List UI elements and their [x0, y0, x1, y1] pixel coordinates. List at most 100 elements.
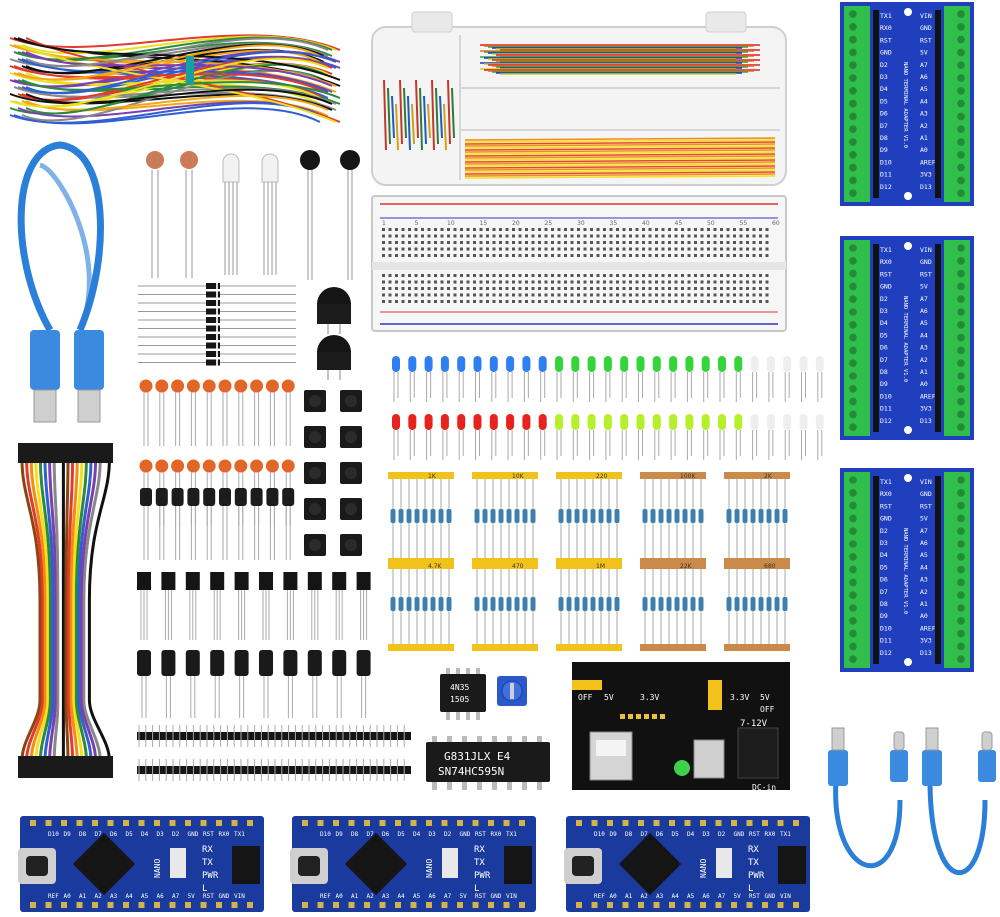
breadboard-hole: [414, 254, 418, 257]
solder-pad: [216, 902, 222, 908]
breadboard-hole: [460, 228, 463, 231]
terminal-screw: [849, 321, 857, 329]
solder-pad: [638, 902, 644, 908]
led-assortment: [392, 356, 824, 460]
jumper-wire: [464, 161, 776, 165]
column-number: 10: [447, 220, 455, 227]
breadboard-hole: [674, 254, 678, 257]
terminal-screw: [849, 295, 857, 304]
pin-label: TX1: [234, 831, 245, 838]
pin-label: RST: [475, 831, 486, 838]
breadboard-hole: [531, 247, 535, 251]
breadboard-hole: [447, 228, 450, 231]
pin-label: D12: [880, 183, 892, 191]
jumper-wire: [419, 87, 423, 151]
breadboard-hole: [538, 241, 541, 244]
usb-cable-loop: [17, 141, 104, 423]
pin-label: A6: [920, 307, 928, 315]
breadboard-hole: [687, 287, 691, 290]
ceramic-capacitor: [139, 459, 153, 473]
breadboard-hole: [486, 274, 489, 277]
terminal-screw: [957, 642, 965, 651]
pin-label: A3: [382, 893, 390, 900]
pin-label: A5: [920, 319, 928, 327]
breadboard-hole: [648, 287, 652, 290]
jumper-wire: [464, 151, 776, 155]
breadboard-hole: [694, 247, 697, 251]
pin-label: 5V: [920, 283, 928, 291]
breadboard-hole: [518, 300, 522, 303]
chip-pin: [476, 668, 480, 674]
breadboard-hole: [564, 274, 567, 277]
breadboard-hole: [726, 287, 730, 290]
solder-pad: [123, 820, 129, 826]
diode-band: [216, 325, 218, 332]
resistor: [642, 597, 648, 611]
breadboard-hole: [486, 241, 489, 244]
breadboard-hole: [622, 228, 626, 231]
pin-label: D2: [718, 831, 726, 838]
solder-pad: [247, 820, 253, 826]
solder-pad: [762, 902, 768, 908]
breadboard-hole: [713, 287, 717, 290]
pin-label: A3: [656, 893, 664, 900]
rgb-led: [222, 153, 240, 183]
pin-label: TX1: [880, 478, 892, 486]
breadboard-hole: [531, 274, 535, 277]
breadboard-hole: [395, 254, 398, 257]
breadboard-hole: [765, 241, 769, 244]
breadboard-hole: [746, 274, 749, 277]
breadboard-hole: [733, 234, 736, 238]
pin-label: TX1: [506, 831, 517, 838]
electrolytic-capacitor: [259, 650, 273, 676]
breadboard-hole: [492, 274, 496, 277]
breadboard-hole: [447, 300, 450, 303]
breadboard-hole: [505, 300, 509, 303]
pin-label: GND: [491, 893, 502, 900]
breadboard-hole: [570, 228, 574, 231]
solder-pad: [622, 820, 629, 826]
breadboard-hole: [700, 254, 704, 257]
breadboard-hole: [382, 300, 385, 303]
solder-pad: [247, 902, 253, 908]
breadboard-hole: [713, 247, 717, 251]
breadboard-hole: [635, 280, 639, 284]
solder-pad: [333, 820, 339, 826]
breadboard-hole: [512, 228, 515, 231]
solder-pad: [777, 820, 784, 826]
breadboard-hole: [518, 280, 522, 284]
breadboard-hole: [434, 254, 437, 257]
breadboard-hole: [492, 247, 496, 251]
ceramic-capacitor: [139, 379, 153, 393]
breadboard-hole: [564, 287, 567, 290]
breadboard-hole: [388, 241, 392, 244]
breadboard-hole: [453, 287, 457, 290]
pin-label: GND: [734, 831, 745, 838]
terminal-screw: [957, 655, 965, 663]
resistor-tape: [472, 644, 538, 651]
terminal-screw: [957, 321, 965, 329]
breadboard-hole: [668, 254, 671, 257]
terminal-screw: [957, 629, 965, 638]
ribbon-wire: [69, 459, 79, 761]
pin-label: A0: [920, 612, 928, 620]
breadboard-hole: [720, 280, 723, 284]
breadboard-hole: [746, 228, 749, 231]
chip-pin: [447, 736, 452, 742]
button-cap: [345, 431, 357, 443]
ceramic-capacitor: [171, 379, 185, 393]
breadboard-hole: [531, 241, 535, 244]
pin-label: D8: [880, 368, 888, 376]
pin-label: D2: [880, 61, 888, 69]
breadboard-hole: [609, 247, 613, 251]
terminal-screw: [849, 642, 857, 651]
optocoupler-chip: 4N35 1505: [440, 668, 486, 720]
led-label: PWR: [474, 871, 491, 881]
led: [669, 414, 678, 430]
breadboard-hole: [759, 228, 762, 231]
breadboard-hole: [759, 293, 762, 297]
pin-label: A7: [920, 295, 928, 303]
led: [489, 414, 498, 430]
transistor: [210, 572, 225, 590]
breadboard-hole: [616, 287, 619, 290]
